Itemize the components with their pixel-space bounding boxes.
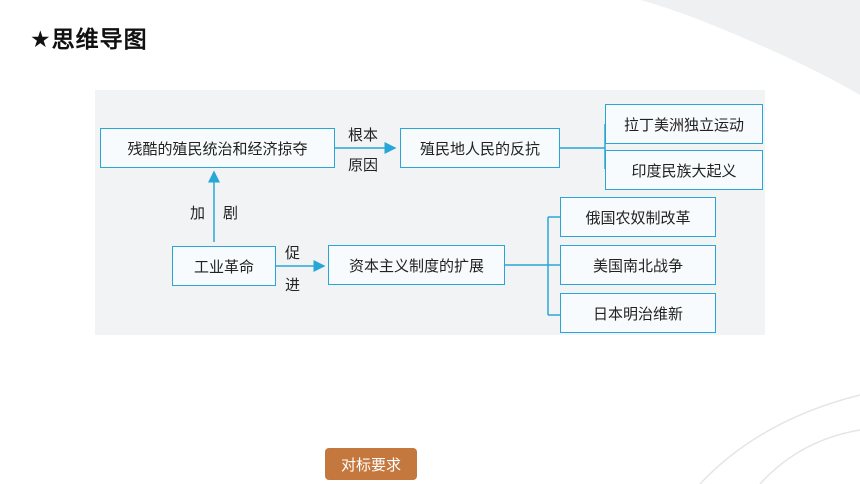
label-intensify-1: 加: [190, 204, 206, 222]
label-promote-1: 促: [285, 244, 301, 262]
node-capitalism-expansion: 资本主义制度的扩展: [328, 245, 505, 285]
node-colonial-rule: 残酷的殖民统治和经济掠夺: [100, 128, 335, 168]
page-title: ★思维导图: [30, 27, 148, 53]
label-promote-2: 进: [285, 276, 301, 294]
node-colonial-resistance: 殖民地人民的反抗: [400, 128, 560, 168]
node-india-uprising: 印度民族大起义: [605, 150, 763, 190]
node-latin-america-independence: 拉丁美洲独立运动: [605, 104, 763, 144]
label-root-1: 根本: [348, 126, 379, 144]
mind-map: 残酷的殖民统治和经济掠夺 殖民地人民的反抗 拉丁美洲独立运动 印度民族大起义 工…: [95, 90, 765, 335]
node-us-civil-war: 美国南北战争: [560, 245, 716, 285]
node-russia-serf-reform: 俄国农奴制改革: [560, 197, 716, 237]
node-industrial-revolution: 工业革命: [172, 246, 276, 286]
node-meiji-restoration: 日本明治维新: [560, 293, 716, 333]
label-intensify-2: 剧: [223, 204, 239, 222]
benchmark-requirements-button[interactable]: 对标要求: [325, 448, 417, 480]
label-root-2: 原因: [348, 156, 379, 174]
